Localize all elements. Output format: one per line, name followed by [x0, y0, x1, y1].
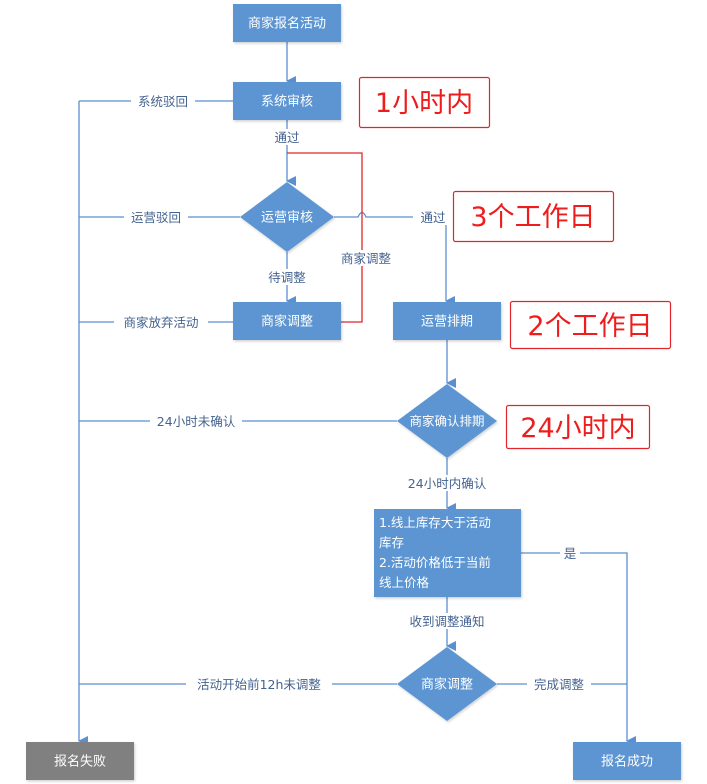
note-sla-confirm: 24小时内	[520, 413, 635, 444]
condition-line-3: 2.活动价格低于当前	[379, 555, 491, 570]
label-merchant-adjusted: 商家调整	[341, 251, 392, 266]
label-yes: 是	[564, 546, 577, 561]
note-sla-ops-review: 3个工作日	[470, 202, 595, 233]
label-merchant-abandon: 商家放弃活动	[123, 315, 198, 330]
node-success	[573, 742, 681, 780]
label-adjust-notice: 收到调整通知	[409, 614, 484, 629]
node-merchant-confirm-label: 商家确认排期	[409, 414, 484, 429]
label-confirmed: 24小时内确认	[408, 476, 487, 491]
label-adjust-done: 完成调整	[534, 677, 585, 692]
edge-merchant-adjusted-loop	[287, 152, 363, 323]
note-sla-system: 1小时内	[375, 88, 473, 119]
node-system-review	[233, 82, 341, 120]
edge-yes	[521, 552, 636, 746]
node-start	[233, 4, 341, 42]
label-system-reject: 系统驳回	[138, 94, 188, 109]
node-ops-review-label: 运营审核	[261, 211, 313, 226]
node-system-review-label: 系统审核	[261, 95, 313, 110]
note-sla-ops-review-box	[452, 190, 615, 243]
node-success-label: 报名成功	[601, 754, 653, 770]
label-ops-pass: 通过	[420, 210, 446, 225]
label-ops-reject: 运营驳回	[131, 210, 181, 225]
node-ops-schedule	[393, 302, 501, 340]
node-start-label: 商家报名活动	[248, 16, 326, 32]
node-merchant-adjust-2	[397, 647, 497, 721]
node-merchant-adjust-2-label: 商家调整	[421, 677, 473, 693]
condition-line-4: 线上价格	[379, 575, 430, 590]
label-not-adjusted: 活动开始前12h未调整	[197, 677, 321, 692]
node-merchant-adjust-label: 商家调整	[261, 314, 313, 330]
node-ops-schedule-label: 运营排期	[421, 315, 473, 330]
label-unconfirmed: 24小时未确认	[157, 414, 236, 429]
note-sla-system-box	[358, 76, 491, 129]
label-pending-adjust: 待调整	[268, 270, 306, 285]
node-ops-review	[240, 182, 334, 252]
note-sla-confirm-box	[505, 404, 651, 450]
node-fail-label: 报名失败	[54, 754, 106, 770]
node-merchant-confirm	[397, 384, 497, 458]
node-fail	[26, 742, 134, 780]
label-system-pass: 通过	[274, 130, 300, 145]
condition-line-2: 库存	[379, 535, 404, 550]
note-sla-schedule: 2个工作日	[527, 311, 652, 342]
node-merchant-adjust	[233, 302, 341, 340]
condition-line-1: 1.线上库存大于活动	[379, 515, 491, 530]
note-sla-schedule-box	[509, 300, 672, 350]
node-condition	[374, 509, 521, 597]
